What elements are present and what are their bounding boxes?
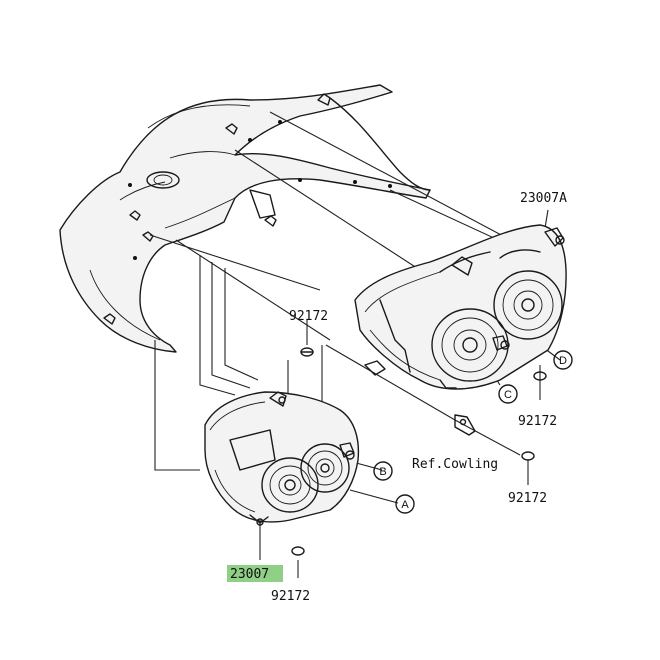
label-23007[interactable]: 23007 xyxy=(230,567,269,582)
callout-b-text: B xyxy=(379,466,386,478)
label-screw-bottom[interactable]: 92172 xyxy=(271,589,310,604)
label-screw-right[interactable]: 92172 xyxy=(518,414,557,429)
label-screw-top[interactable]: 92172 xyxy=(289,309,328,324)
callout-c: C xyxy=(498,384,518,404)
label-23007a[interactable]: 23007A xyxy=(520,191,567,206)
callout-d: D xyxy=(553,350,573,370)
callout-a-text: A xyxy=(401,499,409,511)
label-ref-cowling[interactable]: Ref.Cowling xyxy=(412,457,498,472)
screw-bottom xyxy=(291,546,305,556)
headlight-left xyxy=(204,391,360,526)
callout-a: A xyxy=(395,494,415,514)
screw-top xyxy=(300,347,314,357)
cowling-bracket xyxy=(454,414,476,436)
label-23007-highlight xyxy=(227,565,283,582)
callout-c-text: C xyxy=(504,389,512,401)
cowling xyxy=(59,84,431,353)
label-screw-mid[interactable]: 92172 xyxy=(508,491,547,506)
leader-lines xyxy=(149,111,561,578)
callout-d-text: D xyxy=(559,355,567,367)
headlight-right xyxy=(354,224,567,390)
callout-b: B xyxy=(373,461,393,481)
screw-right xyxy=(533,371,547,381)
screw-mid xyxy=(521,451,535,461)
